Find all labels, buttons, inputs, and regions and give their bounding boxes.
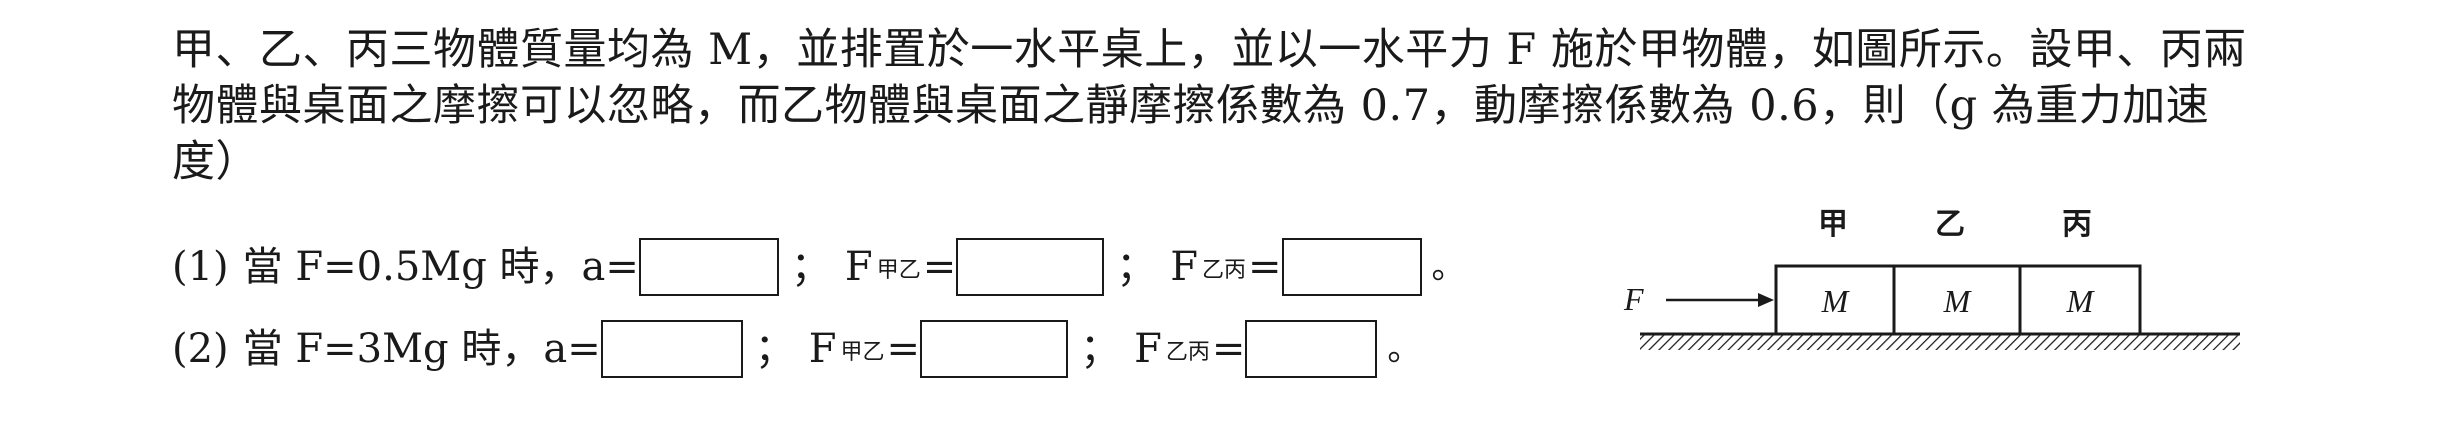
question-condition: 當 F=3Mg 時，	[242, 326, 542, 372]
separator: ；	[1116, 244, 1157, 290]
block-mass-jia: M	[1821, 283, 1851, 319]
force-symbol: F	[808, 326, 837, 372]
force-symbol: F	[844, 244, 873, 290]
force-subscript-jia-yi: 甲乙	[840, 340, 885, 365]
force-label: F	[1623, 281, 1644, 317]
end-mark: 。	[1431, 247, 1466, 287]
equals-sign: =	[1211, 326, 1246, 372]
problem-statement: 甲、乙、丙三物體質量均為 M，並排置於一水平桌上，並以一水平力 F 施於甲物體，…	[172, 25, 2247, 187]
end-mark: 。	[1387, 329, 1422, 369]
acceleration-label: a=	[543, 326, 601, 372]
question-2: (2) 當 F=3Mg 時， a= ； F 甲乙 = ； F 乙丙 = 。	[172, 320, 1421, 378]
force-jia-yi-answer-box[interactable]	[956, 238, 1105, 296]
force-yi-bing-answer-box[interactable]	[1281, 238, 1422, 296]
ground-hatch	[1640, 334, 2240, 350]
block-label-yi: 乙	[1935, 207, 1965, 242]
force-symbol: F	[1134, 326, 1162, 372]
force-jia-yi-answer-box[interactable]	[920, 320, 1069, 378]
block-label-bing: 丙	[2062, 207, 2092, 242]
force-subscript-yi-bing: 乙丙	[1201, 258, 1246, 283]
question-1: (1) 當 F=0.5Mg 時， a= ； F 甲乙 = ； F 乙丙 = 。	[172, 238, 1466, 296]
equals-sign: =	[886, 326, 921, 372]
block-mass-yi: M	[1943, 283, 1973, 319]
question-condition: 當 F=0.5Mg 時，	[242, 244, 580, 290]
force-subscript-yi-bing: 乙丙	[1165, 340, 1210, 365]
force-arrow-head	[1758, 293, 1774, 307]
question-number: (2)	[172, 326, 229, 372]
acceleration-answer-box[interactable]	[600, 320, 743, 378]
question-number: (1)	[172, 244, 229, 290]
force-symbol: F	[1170, 244, 1198, 290]
force-yi-bing-answer-box[interactable]	[1245, 320, 1378, 378]
force-subscript-jia-yi: 甲乙	[876, 258, 921, 283]
blocks-figure: 甲 乙 丙 M M M F	[1623, 207, 2240, 350]
equals-sign: =	[1248, 244, 1282, 290]
acceleration-label: a=	[581, 244, 639, 290]
separator: ；	[754, 326, 795, 372]
separator: ；	[790, 244, 831, 290]
equals-sign: =	[922, 244, 957, 290]
block-label-jia: 甲	[1818, 207, 1848, 242]
separator: ；	[1080, 326, 1121, 372]
acceleration-answer-box[interactable]	[638, 238, 779, 296]
block-mass-bing: M	[2066, 283, 2096, 319]
